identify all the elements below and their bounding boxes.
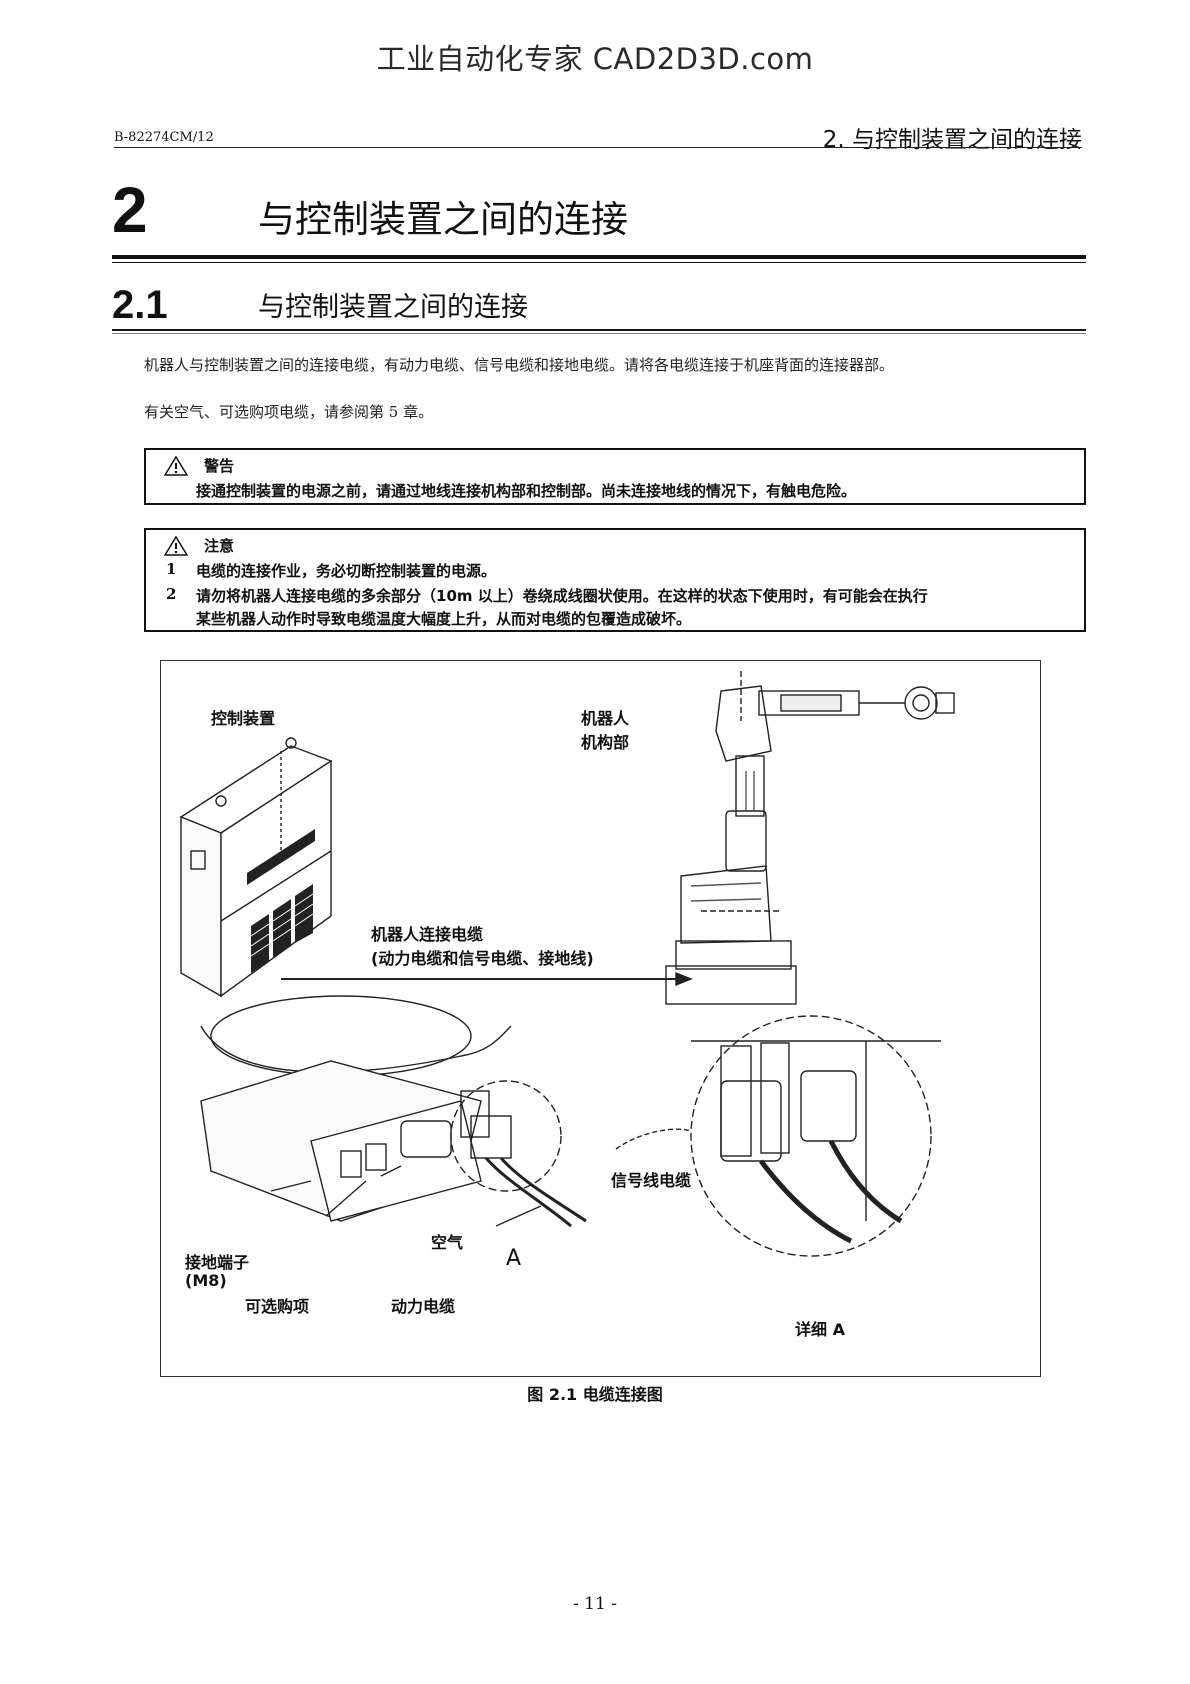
label-robot-line1: 机器人 [581,709,630,728]
label-detail-marker-a: A [506,1246,522,1271]
section-rule-thin [112,333,1086,334]
caution-item-number: 2 [166,585,177,603]
label-ground-size: (M8) [185,1271,227,1290]
caution-item-2-line-2: 某些机器人动作时导致电缆温度大幅度上升，从而对电缆的包覆造成破坏。 [196,610,692,628]
label-robot-line2: 机构部 [581,733,630,752]
detail-a-drawing [615,1015,941,1257]
chapter-number: 2 [112,174,148,246]
body-paragraph-2: 有关空气、可选购项电缆，请参阅第 5 章。 [144,403,434,421]
label-signal-cable: 信号线电缆 [611,1171,692,1190]
caution-box: 注意 1 电缆的连接作业，务必切断控制装置的电源。 2 请勿将机器人连接电缆的多… [144,528,1086,632]
robot-base-closeup-drawing [200,995,587,1228]
page-number: - 11 - [573,1594,617,1614]
section-rule [112,329,1086,331]
caution-item-1: 电缆的连接作业，务必切断控制装置的电源。 [196,562,497,580]
controller-cabinet-drawing [179,737,333,998]
label-robot-cable-line2: (动力电缆和信号电缆、接地线) [371,949,594,968]
label-option: 可选购项 [245,1297,310,1316]
document-id: B-82274CM/12 [114,130,214,145]
caution-item-number: 1 [166,560,177,578]
section-title: 与控制装置之间的连接 [258,292,528,323]
body-paragraph-1: 机器人与控制装置之间的连接电缆，有动力电缆、信号电缆和接地电缆。请将各电缆连接于… [144,356,895,374]
warning-box: 警告 接通控制装置的电源之前，请通过地线连接机构部和控制部。尚未连接地线的情况下… [144,448,1086,505]
caution-item-2-line-1: 请勿将机器人连接电缆的多余部分（10m 以上）卷绕成线圈状使用。在这样的状态下使… [196,587,928,605]
header-rule [114,147,1082,148]
label-detail-a: 详细 A [795,1320,845,1339]
warning-title: 警告 [204,457,235,475]
robot-cable-arrow [281,971,693,987]
chapter-rule-thin [112,262,1086,263]
label-air: 空气 [431,1233,464,1252]
running-header-title: 2. 与控制装置之间的连接 [822,127,1082,153]
label-controller: 控制装置 [211,709,276,728]
figure-caption: 图 2.1 电缆连接图 [527,1385,663,1404]
cable-connection-drawing: . [179,671,955,1257]
label-power-cable: 动力电缆 [391,1297,456,1316]
section-number: 2.1 [112,283,168,327]
chapter-title: 与控制装置之间的连接 [258,198,628,241]
caution-title: 注意 [204,537,235,555]
chapter-rule [112,255,1086,259]
caution-triangle-icon [164,536,188,556]
warning-triangle-icon [164,456,188,476]
robot-arm-drawing [665,671,955,1005]
figure-frame: . 控制装置 机器人 机构部 机器人连接电缆 (动力电缆和信号电缆、接地线) 信… [160,660,1041,1377]
label-ground-terminal: 接地端子 [185,1253,250,1272]
watermark: 工业自动化专家 CAD2D3D.com [376,42,814,76]
warning-text: 接通控制装置的电源之前，请通过地线连接机构部和控制部。尚未连接地线的情况下，有触… [196,482,857,500]
label-robot-cable-line1: 机器人连接电缆 [371,925,484,944]
